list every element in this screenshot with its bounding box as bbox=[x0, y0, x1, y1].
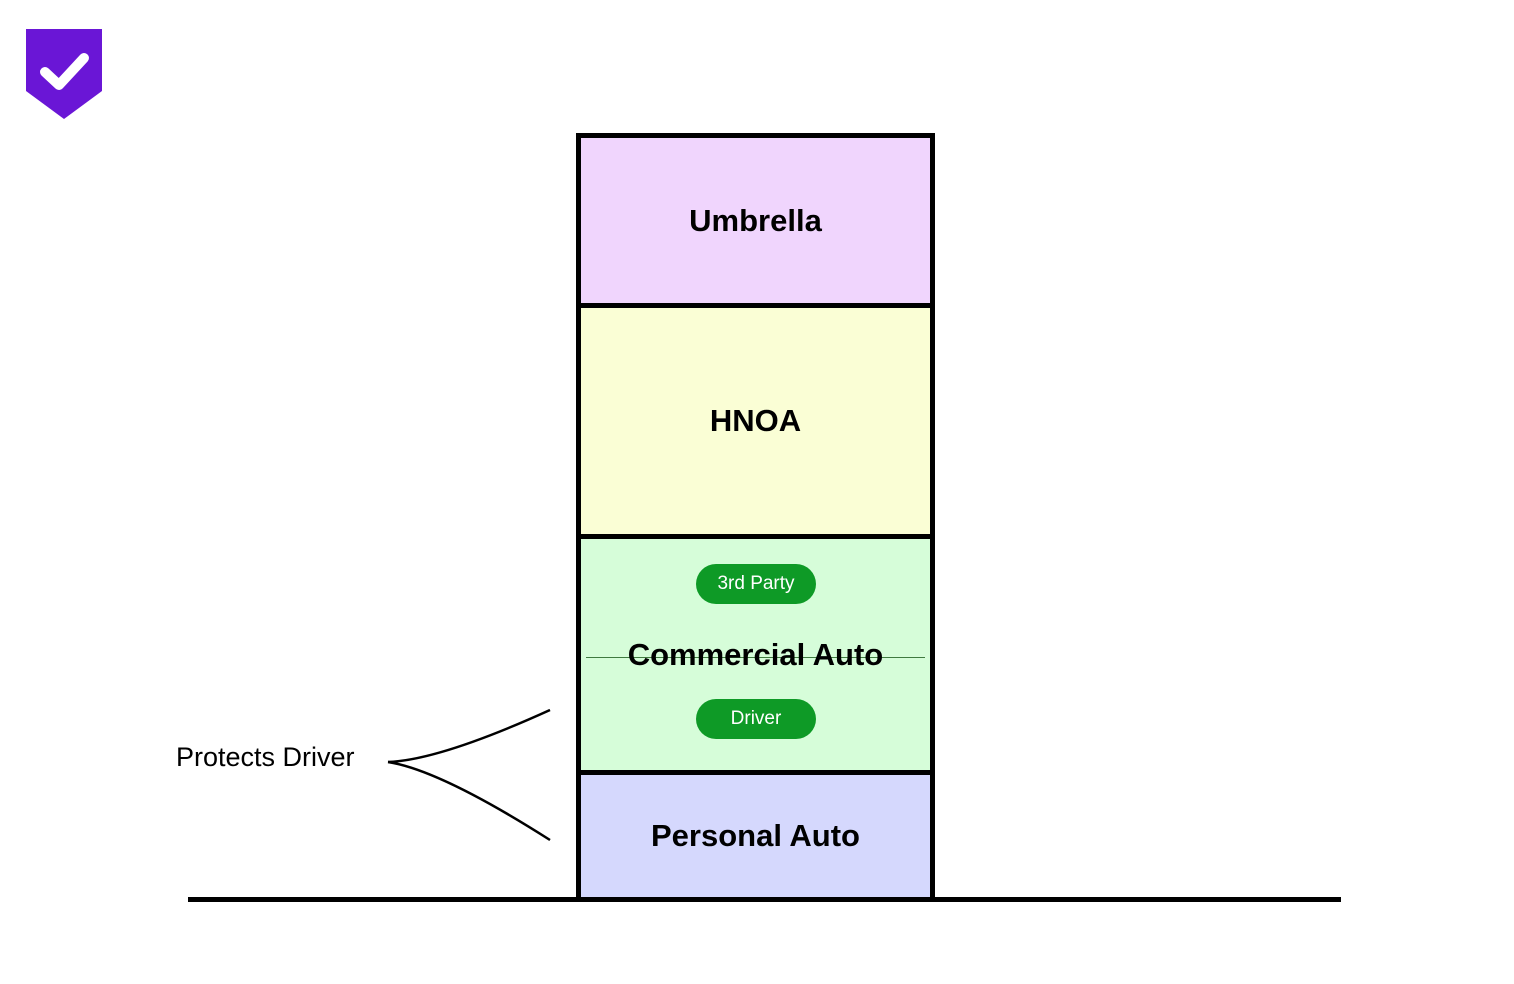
layer-label-commercial-auto: Commercial Auto bbox=[627, 636, 884, 672]
commercial-divider-line bbox=[586, 657, 925, 658]
brace-connector bbox=[387, 708, 551, 842]
brace-lower-curve bbox=[387, 760, 551, 842]
layer-commercial-auto: 3rd Party Commercial Auto Driver bbox=[576, 534, 935, 775]
layer-label-umbrella: Umbrella bbox=[689, 202, 822, 238]
layer-label-personal-auto: Personal Auto bbox=[651, 818, 860, 853]
check-mark bbox=[40, 53, 89, 90]
pill-driver: Driver bbox=[696, 699, 816, 739]
annotation-protects-driver: Protects Driver bbox=[176, 742, 355, 772]
layer-umbrella: Umbrella bbox=[576, 133, 935, 308]
brace-upper-curve bbox=[387, 708, 551, 764]
logo bbox=[26, 29, 104, 121]
shield-check-icon bbox=[26, 29, 102, 119]
layer-personal-auto: Personal Auto bbox=[576, 770, 935, 902]
ground-line bbox=[188, 897, 1341, 902]
layer-hnoa: HNOA bbox=[576, 303, 935, 539]
pill-third-party: 3rd Party bbox=[696, 564, 816, 604]
layer-label-hnoa: HNOA bbox=[709, 403, 802, 438]
coverage-stack: Umbrella HNOA 3rd Party Commercial Auto … bbox=[576, 133, 935, 902]
